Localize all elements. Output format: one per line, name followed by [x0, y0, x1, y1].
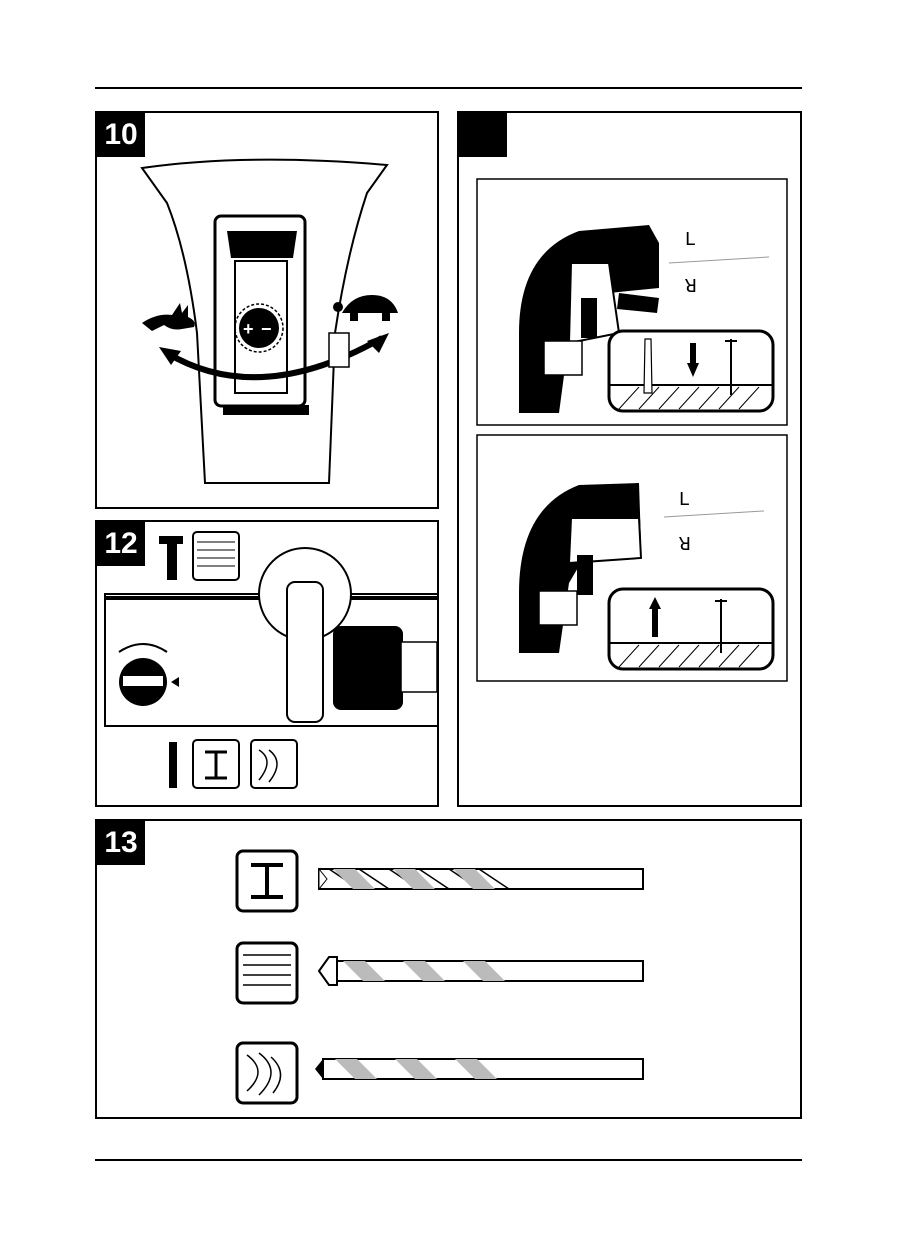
figure-11-rotation-direction: L R L R	[457, 111, 802, 807]
top-rule	[95, 87, 802, 89]
minus-sign: −	[261, 319, 272, 339]
brick-wall-icon	[193, 532, 239, 580]
direction-label-left: L	[679, 489, 689, 510]
speed-dial-illustration: + −	[97, 113, 439, 509]
left-rotation-view: L R	[477, 435, 787, 681]
hammer-icon	[159, 536, 183, 580]
figure-13-drill-bits: 13	[95, 819, 802, 1119]
figure-12-drill-mode: 12	[95, 520, 439, 807]
brick-wall-icon	[237, 943, 297, 1003]
figure-10-speed-regulation: + − 10	[95, 111, 439, 509]
wood-bit-row	[237, 1043, 643, 1103]
wood-icon	[237, 1043, 297, 1103]
right-rotation-view: L R	[477, 179, 787, 425]
direction-switch-illustration: L R L R	[459, 113, 802, 807]
direction-label-left: L	[685, 229, 695, 250]
hare-icon	[142, 303, 195, 331]
drill-bit-icon	[644, 339, 652, 393]
tortoise-icon	[333, 295, 398, 321]
masonry-bit-row	[237, 943, 643, 1003]
mode-selector-illustration	[97, 522, 439, 807]
plus-sign: +	[243, 319, 254, 339]
metal-bit-row	[237, 851, 643, 911]
direction-label-right: R	[684, 274, 697, 295]
figure-number: 10	[97, 113, 145, 157]
wood-icon	[251, 740, 297, 788]
drill-bits-illustration	[97, 821, 802, 1119]
figure-number: 12	[97, 522, 145, 566]
drill-icon	[169, 742, 177, 788]
direction-label-right: R	[678, 532, 691, 553]
bottom-rule	[95, 1159, 802, 1161]
